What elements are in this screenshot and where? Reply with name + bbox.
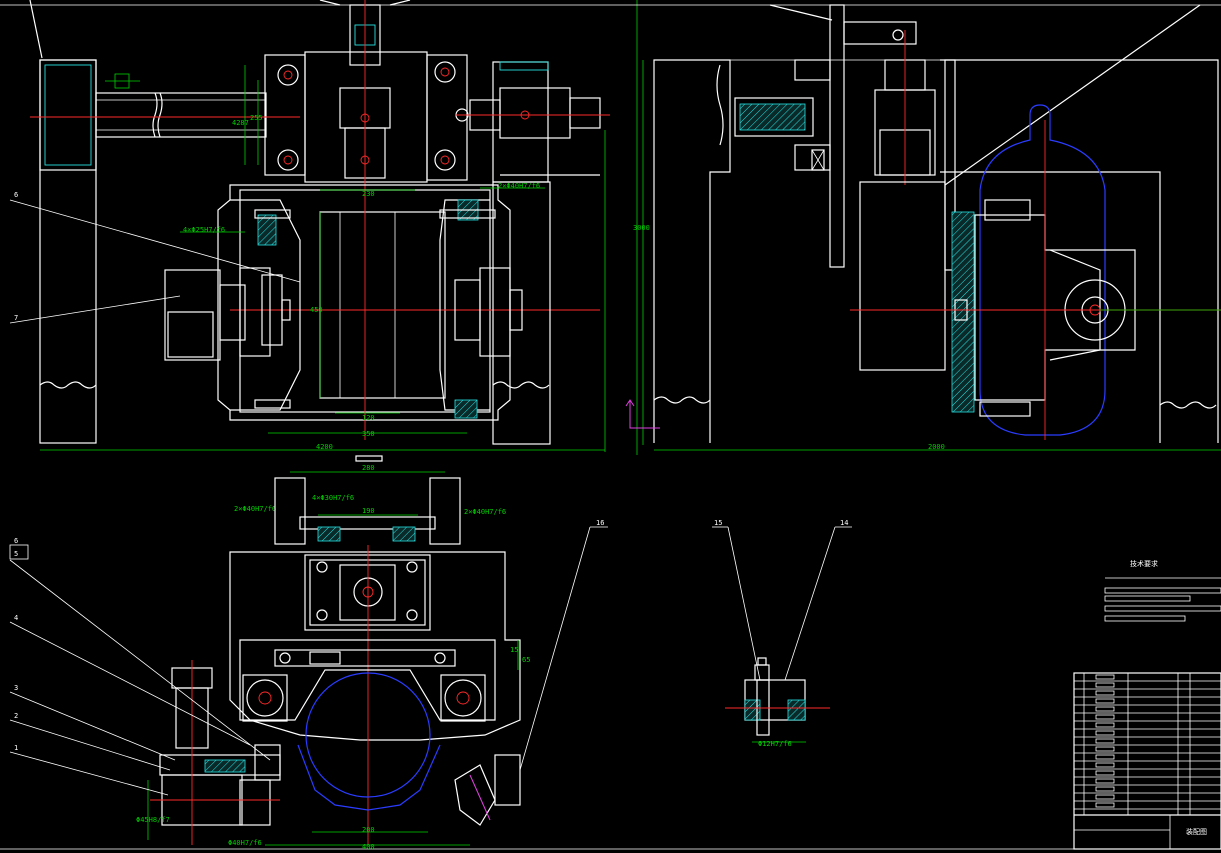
leader-label-5: 5 [14, 550, 18, 558]
leader-label-4: 4 [14, 614, 18, 622]
dim-v1-height: 450 [310, 306, 323, 314]
leader-label-15: 15 [714, 519, 722, 527]
fit-v3-side2: Φ40H7/f6 [228, 839, 262, 847]
title-block-cell [1095, 778, 1115, 784]
title-block-cell [1095, 802, 1115, 808]
title-block-cell [1095, 786, 1115, 792]
fit-v4: Φ12H7/f6 [758, 740, 792, 748]
dim-v3-bot2: 400 [362, 843, 375, 851]
title-block-cell [1095, 794, 1115, 800]
leader-label-7: 7 [14, 314, 18, 322]
title-block-name: 装配图 [1186, 827, 1207, 836]
side-view: 2000 3000 [625, 4, 1221, 451]
title-block-cell [1095, 738, 1115, 744]
notes-heading: 技术要求 [1130, 559, 1158, 568]
title-block-cell [1095, 722, 1115, 728]
leader-label-16: 16 [596, 519, 604, 527]
dim-v1-side1: 4287 [232, 119, 249, 127]
leader-label-2: 2 [14, 712, 18, 720]
leader-label-1: 1 [14, 744, 18, 752]
dim-v1-top: 230 [362, 190, 375, 198]
dim-v3-mid: 190 [362, 507, 375, 515]
dim-v3-small1: 15 [510, 646, 518, 654]
title-block-cell [1095, 698, 1115, 704]
dim-v1-bot2: 350 [362, 430, 375, 438]
leader-label-6: 6 [14, 191, 18, 199]
title-block-cell [1095, 730, 1115, 736]
technical-notes: 技术要求 [1104, 559, 1221, 622]
title-block-cell [1095, 762, 1115, 768]
dim-v2-width: 2000 [928, 443, 945, 451]
fit-v3-side1: Φ45H8/f7 [136, 816, 170, 824]
title-block-cell [1095, 714, 1115, 720]
leader-label-6b: 6 [14, 537, 18, 545]
front-view: 4200 350 120 230 450 4287 255 4×Φ25H7/f6… [9, 0, 610, 452]
title-block-cell [1095, 746, 1115, 752]
title-block-cell [1095, 682, 1115, 688]
title-block: 装配图 [1073, 672, 1221, 850]
leader-label-3: 3 [14, 684, 18, 692]
dim-v1-width: 4200 [316, 443, 333, 451]
fit-v1-left: 4×Φ25H7/f6 [183, 226, 225, 234]
fit-v3-left: 2×Φ40H7/f6 [234, 505, 276, 513]
dim-v2-height: 3000 [633, 224, 650, 232]
title-block-cell [1095, 770, 1115, 776]
dim-v1-bot1: 120 [362, 414, 375, 422]
fit-v3-center: 4×Φ30H7/f6 [312, 494, 354, 502]
dim-v3-top: 280 [362, 464, 375, 472]
title-block-cell [1095, 754, 1115, 760]
detail-view: Φ12H7/f6 15 14 [712, 519, 852, 748]
title-block-cell [1095, 706, 1115, 712]
dim-v3-small2: 65 [522, 656, 530, 664]
top-view: 280 190 4×Φ30H7/f6 2×Φ40H7/f6 2×Φ40H7/f6 [9, 455, 608, 851]
dim-v3-bot1: 200 [362, 826, 375, 834]
leader-label-14: 14 [840, 519, 848, 527]
fit-v3-right: 2×Φ40H7/f6 [464, 508, 506, 516]
dim-v1-side2: 255 [250, 114, 263, 122]
title-block-cell [1095, 690, 1115, 696]
title-block-cell [1095, 674, 1115, 680]
fit-v1-right: 2×Φ40H7/f6 [498, 182, 540, 190]
